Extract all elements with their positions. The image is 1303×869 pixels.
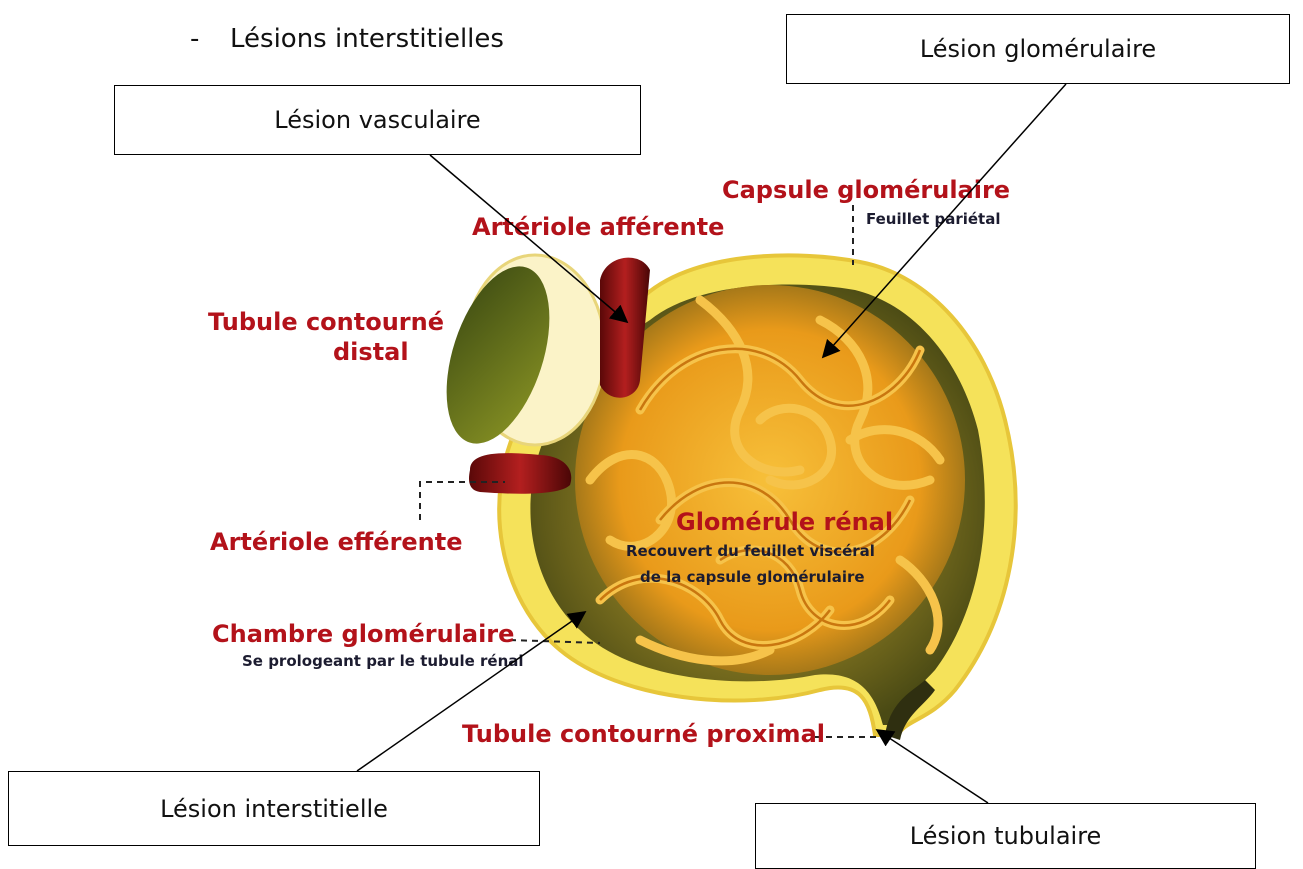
label-tubule-distal-1: Tubule contourné — [208, 308, 444, 336]
callout-lesion-vasculaire: Lésion vasculaire — [114, 85, 641, 155]
callout-lesion-tubulaire: Lésion tubulaire — [755, 803, 1256, 869]
label-chambre-glomerulaire: Chambre glomérulaire — [212, 620, 514, 648]
label-capsule-glomerulaire: Capsule glomérulaire — [722, 176, 1010, 204]
label-glomerule-sub1: Recouvert du feuillet viscéral — [626, 542, 875, 560]
callout-lesion-interstitielle: Lésion interstitielle — [8, 771, 540, 846]
efferent-arteriole — [469, 453, 571, 494]
label-tubule-proximal: Tubule contourné proximal — [462, 720, 825, 748]
label-feuillet-parietal: Feuillet pariétal — [866, 210, 1001, 228]
arrow-tubulaire — [877, 730, 988, 803]
label-glomerule-renal: Glomérule rénal — [676, 508, 893, 536]
callout-lesion-glomerulaire: Lésion glomérulaire — [786, 14, 1290, 84]
label-arteriole-afferente: Artériole afférente — [472, 213, 724, 241]
label-tubule-distal-2: distal — [333, 338, 409, 366]
label-chambre-sub: Se prologeant par le tubule rénal — [242, 652, 524, 670]
label-arteriole-efferente: Artériole efférente — [210, 528, 463, 556]
label-glomerule-sub2: de la capsule glomérulaire — [640, 568, 865, 586]
